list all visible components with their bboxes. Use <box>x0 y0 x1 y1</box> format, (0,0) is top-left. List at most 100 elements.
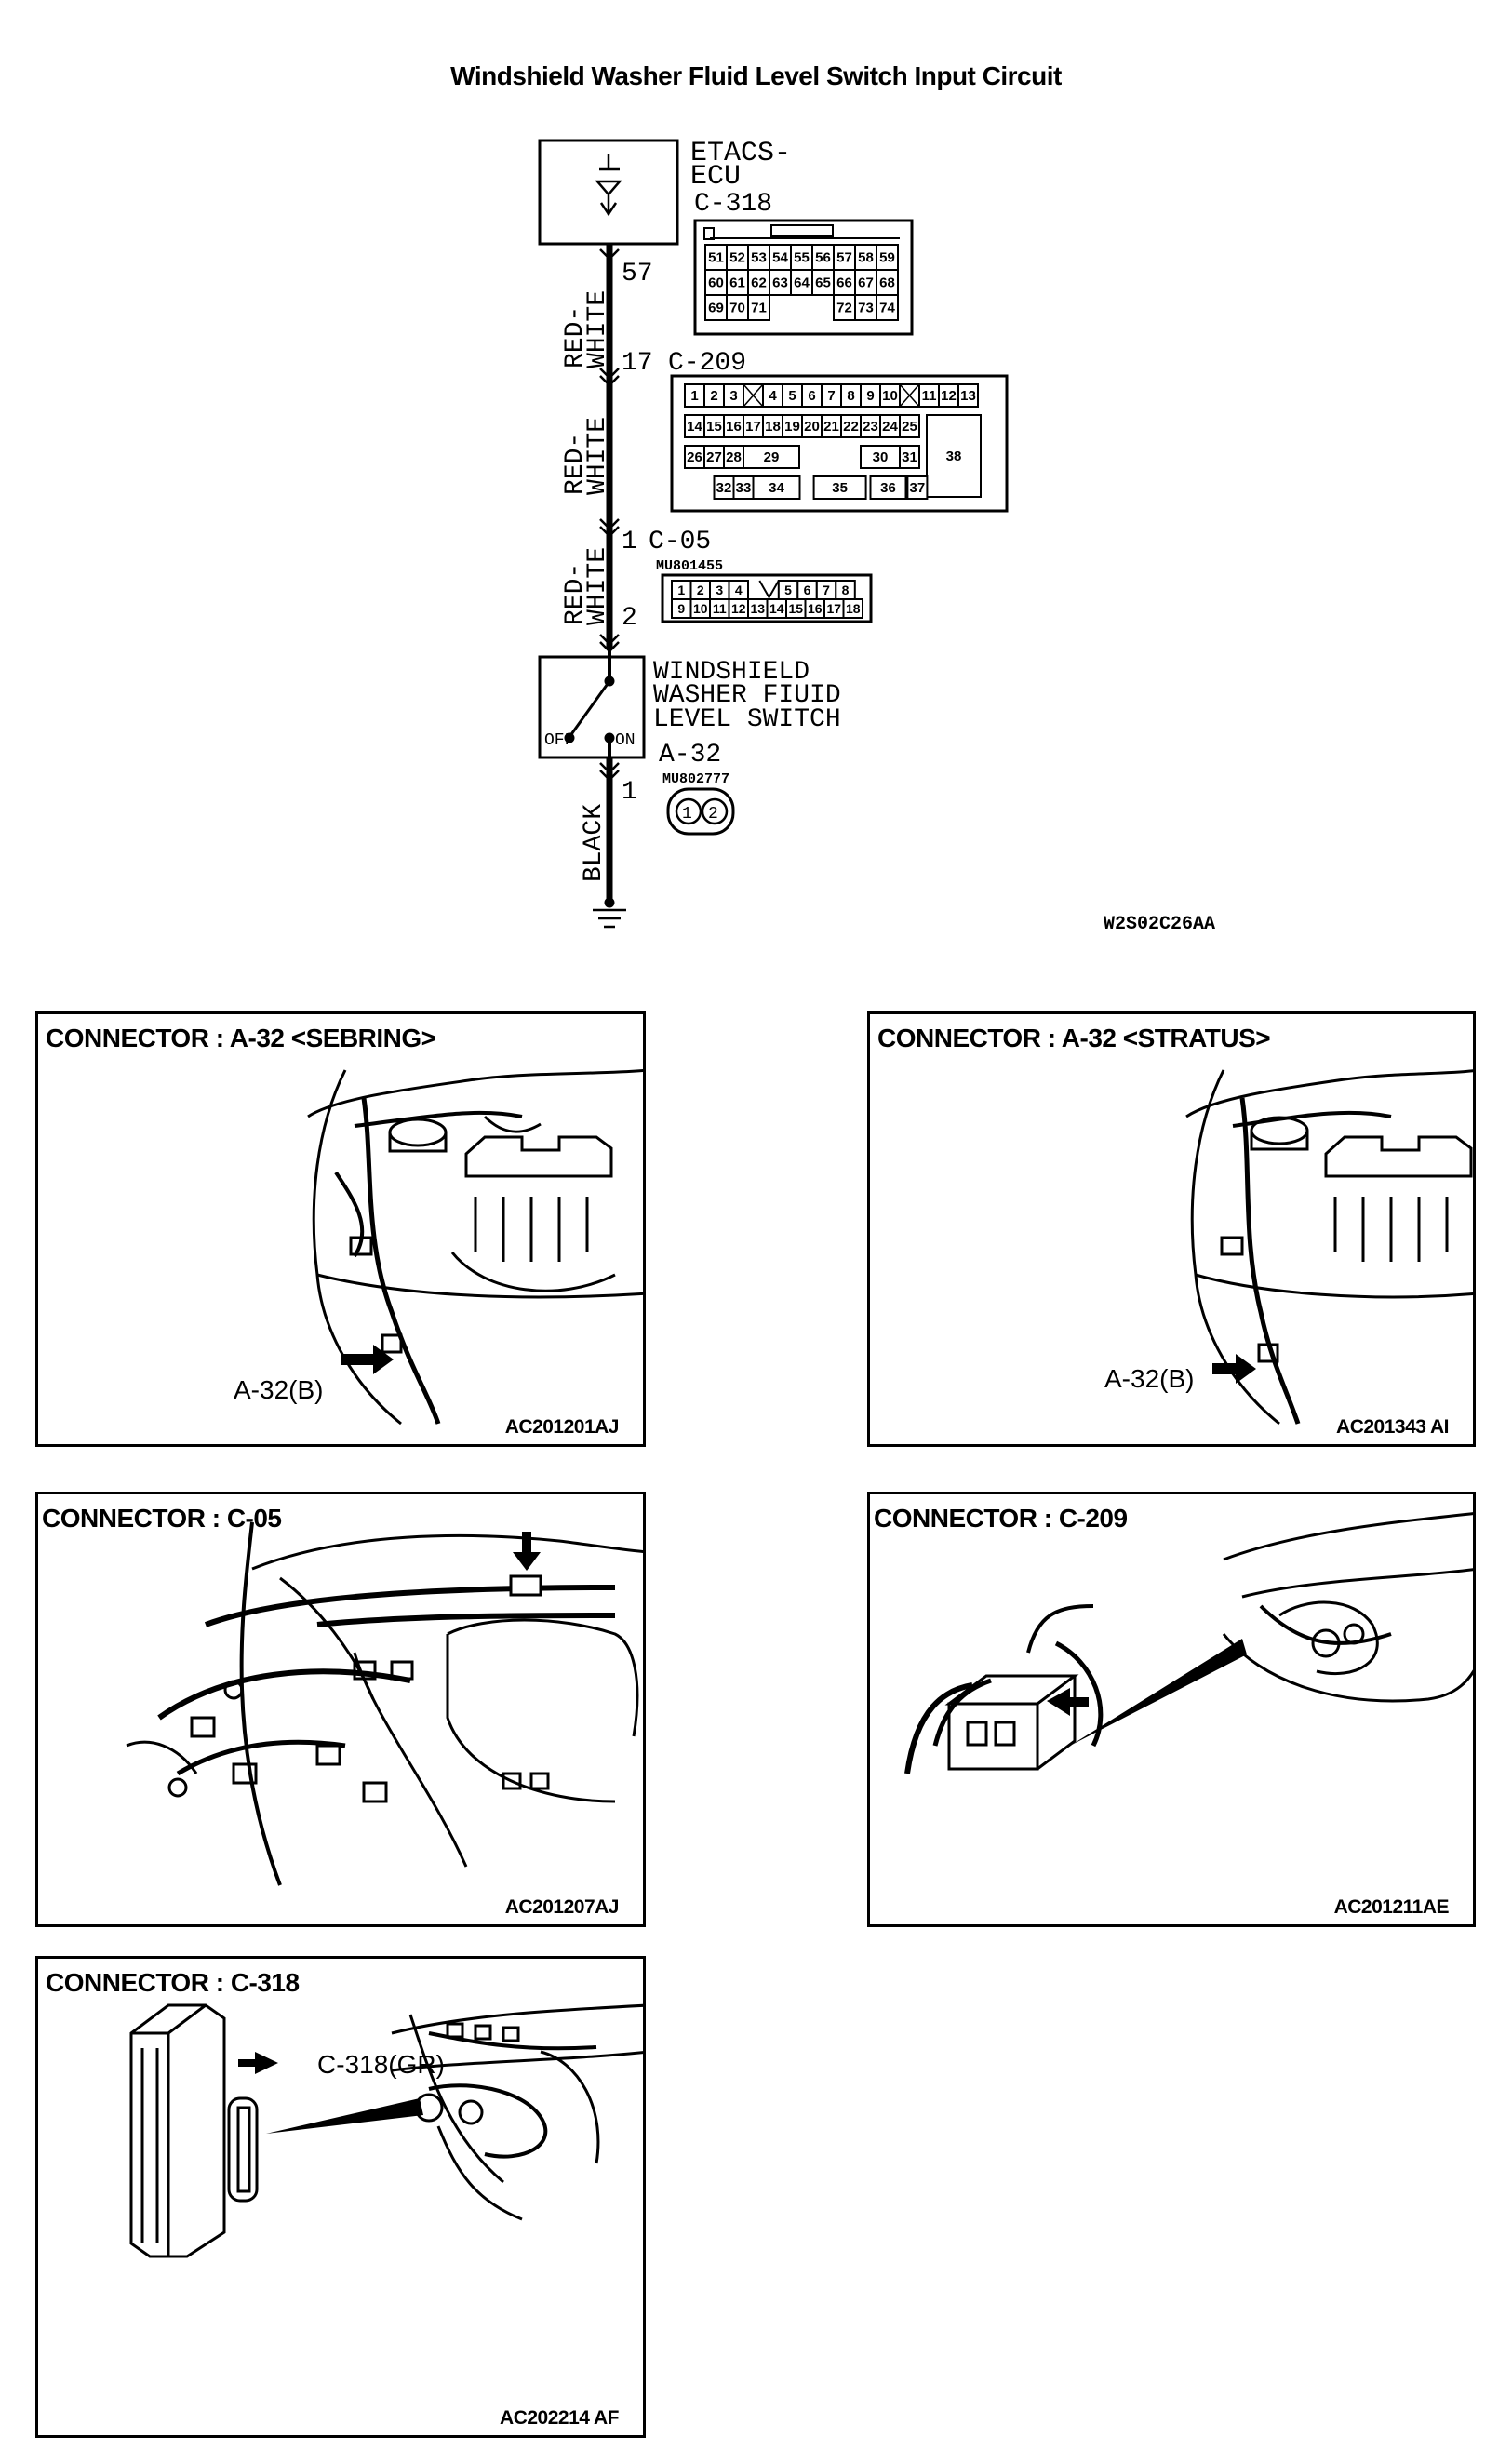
pin-number: 12 <box>731 601 746 616</box>
pin-number: 3 <box>716 583 723 597</box>
pin-number: 4 <box>769 388 777 404</box>
pin-number: 54 <box>772 250 788 266</box>
pin-number: 6 <box>808 388 815 404</box>
pin-number: 5 <box>784 583 792 597</box>
pin-number: 59 <box>879 250 895 266</box>
ecu-pin-number: 57 <box>622 260 653 288</box>
pin-number: 69 <box>708 301 724 316</box>
pin-number: 62 <box>751 275 767 291</box>
pin-number: 60 <box>708 275 724 291</box>
dashboard-illustration <box>904 1512 1473 1774</box>
c05-top-pin-number: 1 <box>622 528 637 556</box>
pin-cell <box>926 414 982 498</box>
pin-number: 16 <box>726 419 742 435</box>
pin-number: 2 <box>710 388 717 404</box>
location-callout: A-32(B) <box>1104 1364 1195 1393</box>
c318-connector-face <box>693 219 914 336</box>
panel-title: CONNECTOR : A-32 <STRATUS> <box>877 1024 1271 1052</box>
location-arrow <box>1212 1354 1256 1384</box>
pin-number: 74 <box>879 301 895 316</box>
wire2-label-line1: RED- <box>561 433 590 495</box>
pin-number: 70 <box>729 301 745 316</box>
pin-number: 58 <box>858 250 874 266</box>
pin-number: 1 <box>677 583 685 597</box>
pin-number: 20 <box>804 419 820 435</box>
switch-off-label: OFF <box>544 731 574 750</box>
ground-wire-label: BLACK <box>580 804 609 882</box>
pin-number: 52 <box>729 250 745 266</box>
pin-number: 53 <box>751 250 767 266</box>
pin-number: 22 <box>843 419 859 435</box>
switch-lever <box>568 680 611 738</box>
pin-number: 19 <box>784 419 800 435</box>
pin-number: 5 <box>788 388 796 404</box>
pin-number: 32 <box>716 480 732 496</box>
diode-icon <box>595 154 622 217</box>
pin-cell <box>812 475 867 500</box>
wire1-label-line2: WHITE <box>583 290 612 368</box>
pin-cell <box>747 294 770 321</box>
pin-number: 8 <box>842 583 850 597</box>
pin-number: 17 <box>826 601 841 616</box>
pin-number: 30 <box>873 449 889 465</box>
c05-connector-label: C-05 <box>649 528 711 556</box>
diagram-code: W2S02C26AA <box>1104 914 1215 935</box>
pin-number: 26 <box>687 449 702 465</box>
pin-number: 29 <box>764 449 780 465</box>
connector-panel-a32-sebring: CONNECTOR : A-32 <SEBRING> A-32(B) AC201… <box>35 1011 646 1447</box>
panel-title: CONNECTOR : C-05 <box>42 1504 282 1533</box>
pin-number: 17 <box>745 419 761 435</box>
pin-number: 10 <box>693 601 708 616</box>
ecu-name-line2: ECU <box>690 161 741 193</box>
pin-number: 8 <box>847 388 854 404</box>
pin-cell <box>752 475 801 500</box>
pin-number: 11 <box>713 601 727 616</box>
pin-number: 72 <box>836 301 852 316</box>
location-callout: C-318(GR) <box>317 2050 445 2079</box>
pin-number: 38 <box>946 449 962 464</box>
pin-number: 71 <box>751 301 767 316</box>
pin-number: 14 <box>687 419 702 435</box>
connector-panel-c318: CONNECTOR : C-318 C-318(GR) AC202214 AF <box>35 1956 646 2438</box>
connector-panel-a32-stratus: CONNECTOR : A-32 <STRATUS> A-32(B) AC201… <box>867 1011 1476 1447</box>
pin-cell <box>957 383 979 408</box>
pin-number: 25 <box>902 419 917 435</box>
c209-connector-face <box>670 374 1009 513</box>
switch-pin-number: 1 <box>622 778 637 807</box>
wire3-label-line1: RED- <box>561 563 590 625</box>
pin-cell <box>906 475 929 500</box>
pin-number: 51 <box>708 250 724 266</box>
pin-cell <box>842 598 863 619</box>
panel-title: CONNECTOR : C-318 <box>46 1968 300 1997</box>
wire1-label-line1: RED- <box>561 306 590 368</box>
a32-connector-face <box>666 787 735 836</box>
location-arrow <box>341 1345 394 1374</box>
pin-number: 18 <box>846 601 861 616</box>
location-arrow <box>266 2098 423 2134</box>
blank-pin-mark <box>899 383 920 408</box>
page-title: Windshield Washer Fluid Level Switch Inp… <box>450 61 1062 90</box>
pin-number: 61 <box>729 275 745 291</box>
pin-number: 31 <box>902 449 917 465</box>
pin-number: 56 <box>815 250 831 266</box>
c05-bottom-pin-number: 2 <box>622 604 637 633</box>
pin-cell <box>743 445 800 469</box>
pin-number: 7 <box>827 388 835 404</box>
c05-connector-face <box>661 573 873 623</box>
panel-title: CONNECTOR : C-209 <box>874 1504 1128 1533</box>
pin-cell <box>899 445 920 469</box>
pin-number: 34 <box>769 480 784 496</box>
dashboard-illustration <box>126 1521 643 1886</box>
pin-number: 21 <box>823 419 839 435</box>
pin-number: 12 <box>941 388 957 404</box>
pin-number: 13 <box>750 601 765 616</box>
c05-part-number: MU801455 <box>656 558 723 574</box>
pin-number: 64 <box>794 275 810 291</box>
pin-number: 23 <box>863 419 878 435</box>
figure-code: AC201207AJ <box>504 1896 620 1918</box>
pin-number: 67 <box>858 275 874 291</box>
pin-number: 11 <box>922 388 937 404</box>
ecu-location-illustration <box>129 2003 643 2258</box>
